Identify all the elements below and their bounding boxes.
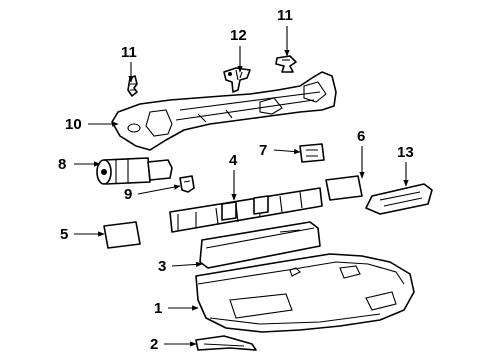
callout-4: 4 (229, 152, 238, 169)
part-12-retainer (223, 67, 251, 93)
part-8-energy-absorber (96, 157, 173, 185)
callout-12: 12 (230, 27, 247, 44)
part-9-bracket (179, 175, 195, 193)
part-11-left-clip (127, 75, 138, 97)
callout-8: 8 (58, 156, 66, 173)
callout-10: 10 (65, 116, 82, 133)
callout-9: 9 (124, 186, 132, 203)
callout-5: 5 (60, 226, 68, 243)
part-13-bracket-plate (365, 183, 433, 215)
part-1-bumper-cover (195, 253, 415, 333)
callout-7: 7 (259, 142, 267, 159)
part-5-block (103, 221, 141, 249)
callout-13: 13 (397, 144, 414, 161)
part-7-bracket (299, 143, 325, 163)
part-11-right-clip (275, 55, 297, 73)
callout-2: 2 (150, 336, 158, 353)
callout-1: 1 (154, 300, 162, 317)
part-4-absorber (169, 187, 323, 233)
callout-6: 6 (357, 128, 365, 145)
leader-lines (74, 26, 409, 347)
callout-labels: 11 12 11 10 8 9 4 7 6 13 5 3 1 2 (58, 7, 414, 353)
callout-11-left: 11 (121, 44, 137, 61)
part-2-guard-strip (195, 335, 257, 351)
callout-11-right: 11 (277, 7, 293, 24)
part-6-block (325, 175, 363, 201)
part-10-reinforcement (111, 71, 337, 151)
callout-3: 3 (158, 258, 166, 275)
